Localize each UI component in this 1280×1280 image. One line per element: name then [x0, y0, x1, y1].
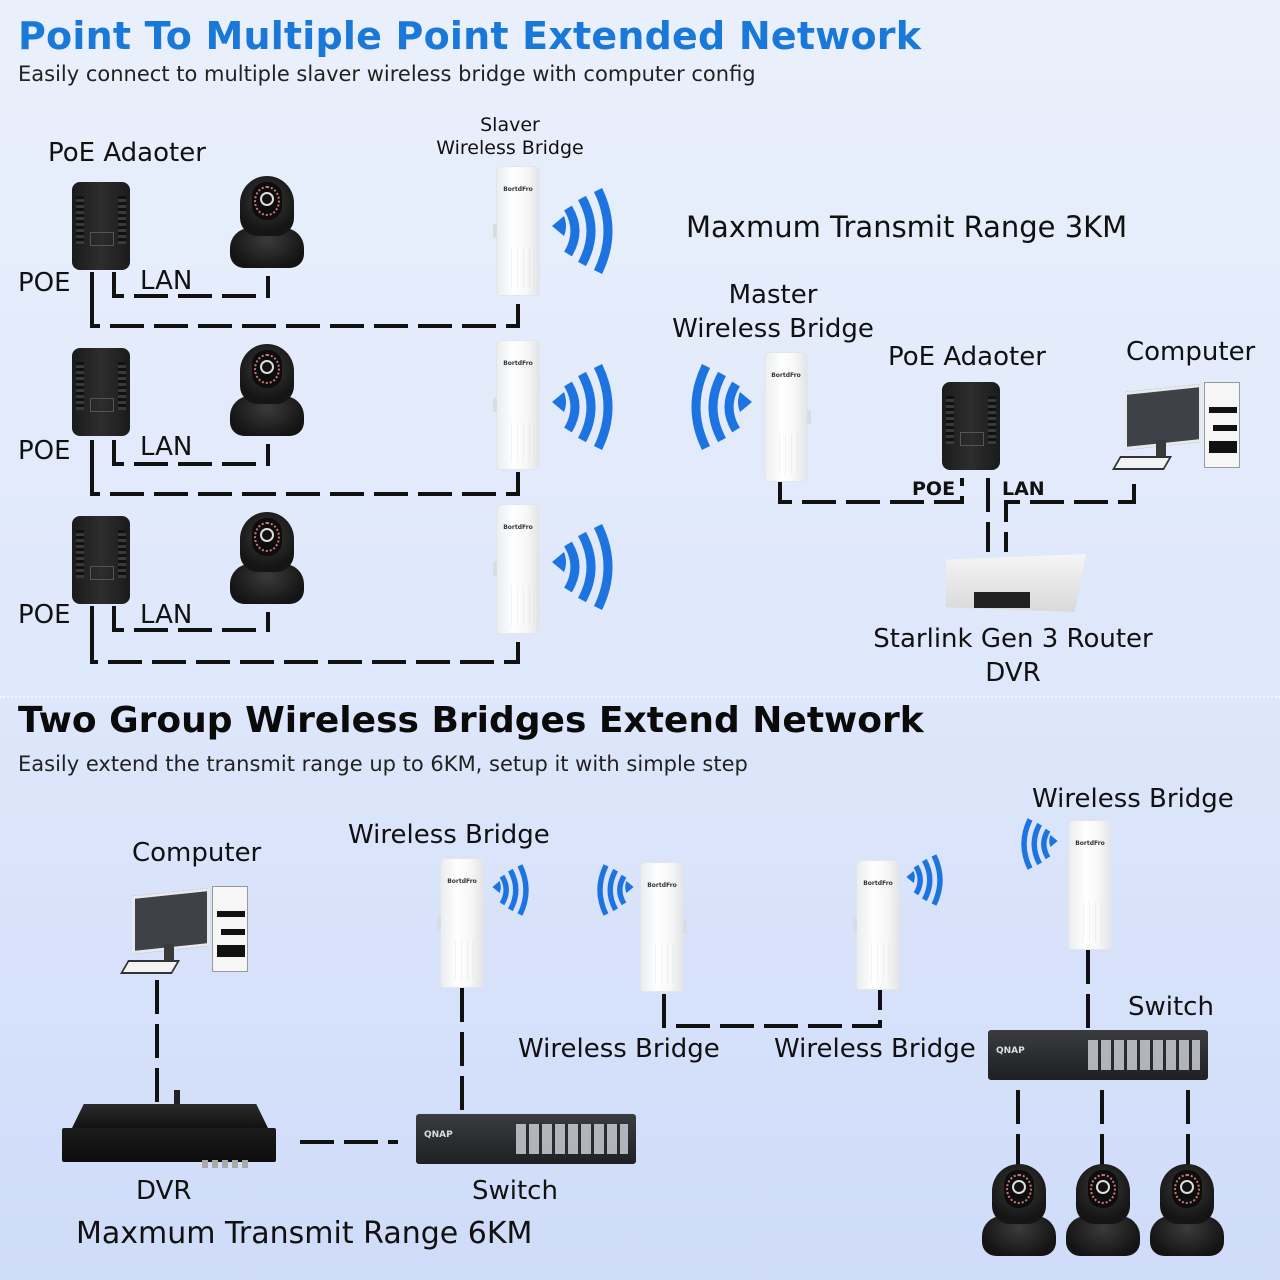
s2-computer-label: Computer	[132, 838, 262, 868]
poe-adapter-icon	[72, 516, 130, 604]
network-switch-icon: QNAP	[988, 1030, 1208, 1080]
master-poe-adapter-label: PoE Adaoter	[888, 342, 1046, 372]
ip-camera-icon	[230, 344, 304, 440]
bridge3-label: Wireless Bridge	[774, 1034, 976, 1064]
computer-label: Computer	[1126, 337, 1256, 367]
row2-bridge-wire	[90, 468, 520, 496]
poe-adapter-icon	[72, 182, 130, 270]
row1-poe-port-label: POE	[18, 268, 71, 298]
row1-lan-wire	[112, 272, 270, 298]
row3-lan-wire	[112, 606, 270, 632]
slaver-label-line2: Wireless Bridge	[436, 137, 584, 159]
row1-bridge-wire	[90, 296, 520, 328]
section1-title: Point To Multiple Point Extended Network	[18, 14, 922, 58]
computer-icon	[1111, 380, 1246, 470]
ip-camera-icon	[1150, 1164, 1224, 1260]
range-6km-label: Maxmum Transmit Range 6KM	[76, 1216, 533, 1251]
wifi-signal-icon	[594, 862, 636, 918]
switch-label: Switch	[472, 1176, 558, 1206]
router-icon	[946, 544, 1096, 614]
ip-camera-icon	[230, 176, 304, 272]
range-3km-label: Maxmum Transmit Range 3KM	[686, 210, 1128, 244]
section1-subtitle: Easily connect to multiple slaver wirele…	[18, 62, 756, 86]
wireless-bridge-icon: BortdFro	[640, 862, 687, 992]
bridge2-label: Wireless Bridge	[518, 1034, 720, 1064]
master-label-line1: Master	[728, 280, 818, 310]
row1-wires	[90, 272, 520, 328]
master-poe-wire	[778, 478, 964, 504]
row2-lan-wire	[112, 440, 270, 466]
wifi-signal-icon	[548, 362, 618, 452]
wifi-signal-icon	[904, 852, 946, 908]
row1-lan-port-label: LAN	[140, 266, 193, 296]
wifi-signal-icon	[490, 862, 532, 918]
master-label-line2: Wireless Bridge	[672, 314, 874, 344]
poe-adapter-icon	[942, 382, 1000, 470]
poe-adapter-label: PoE Adaoter	[48, 138, 206, 168]
wifi-signal-icon	[1018, 816, 1060, 872]
bridge2-bridge3-wire	[662, 990, 882, 1028]
computer-lan-wire	[1004, 484, 1136, 552]
router-label-line1: Starlink Gen 3 Router	[873, 624, 1153, 654]
wireless-bridge-icon: BortdFro	[437, 858, 484, 988]
wireless-bridge-icon: BortdFro	[493, 504, 540, 634]
wireless-bridge-icon: BortdFro	[493, 166, 540, 296]
ip-camera-icon	[1066, 1164, 1140, 1260]
poe-adapter-icon	[72, 348, 130, 436]
row3-poe-port-label: POE	[18, 600, 71, 630]
bridge4-label: Wireless Bridge	[1032, 784, 1234, 814]
wifi-signal-icon	[548, 186, 618, 276]
wireless-bridge-icon: BortdFro	[1068, 820, 1112, 950]
section-divider	[0, 696, 1280, 698]
dvr-icon	[62, 1090, 276, 1168]
wireless-bridge-icon: BortdFro	[853, 860, 900, 990]
router-label: Starlink Gen 3 Router DVR	[868, 622, 1158, 690]
switch-right-label: Switch	[1128, 992, 1214, 1022]
ip-camera-icon	[230, 512, 304, 608]
row3-wires	[90, 606, 520, 664]
slaver-bridge-label: Slaver Wireless Bridge	[430, 114, 590, 160]
bridge1-label: Wireless Bridge	[348, 820, 550, 850]
row3-bridge-wire	[90, 634, 520, 664]
row2-poe-port-label: POE	[18, 436, 71, 466]
wifi-signal-icon	[686, 362, 756, 452]
network-switch-icon: QNAP	[416, 1114, 636, 1164]
computer-icon	[119, 884, 254, 974]
ip-camera-icon	[982, 1164, 1056, 1260]
row3-lan-port-label: LAN	[140, 600, 193, 630]
router-label-line2: DVR	[985, 658, 1041, 688]
wifi-signal-icon	[548, 522, 618, 612]
section2-subtitle: Easily extend the transmit range up to 6…	[18, 752, 748, 776]
row2-wires	[90, 440, 520, 496]
dvr-label: DVR	[136, 1176, 192, 1206]
master-bridge-label: Master Wireless Bridge	[668, 278, 878, 346]
wireless-bridge-icon: BortdFro	[493, 340, 540, 470]
section2-title: Two Group Wireless Bridges Extend Networ…	[18, 700, 924, 741]
master-lan-port-label: LAN	[1002, 478, 1045, 500]
row2-lan-port-label: LAN	[140, 432, 193, 462]
master-poe-port-label: POE	[912, 478, 956, 500]
master-wireless-bridge-icon: BortdFro	[764, 352, 811, 482]
slaver-label-line1: Slaver	[480, 114, 540, 136]
